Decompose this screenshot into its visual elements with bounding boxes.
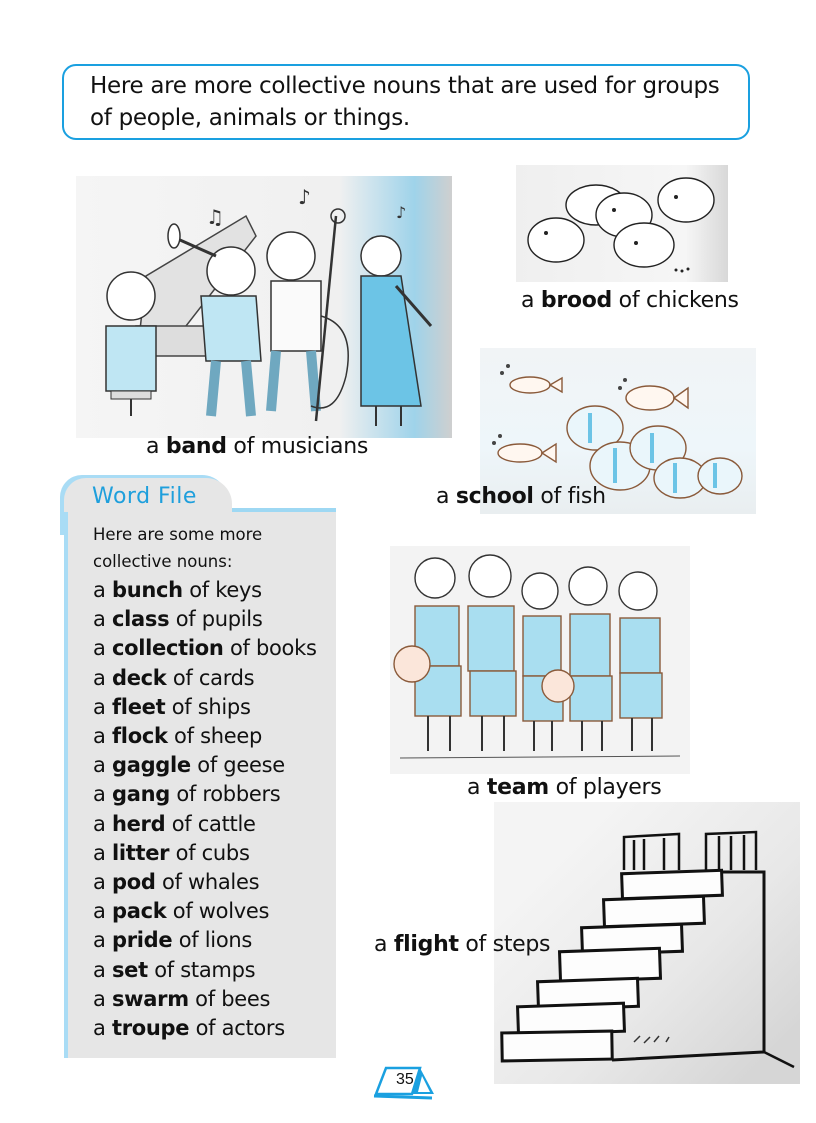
collective-noun-list: a bunch of keys a class of pupils a coll… [93, 576, 317, 1043]
list-item: a gang of robbers [93, 782, 281, 807]
caption-brood: a brood of chickens [521, 288, 739, 313]
svg-text:♪: ♪ [298, 185, 311, 209]
list-item: a herd of cattle [93, 811, 256, 836]
list-item: a flock of sheep [93, 724, 262, 749]
chickens-illustration [516, 165, 728, 282]
word-file-intro: Here are some more collective nouns: [93, 525, 263, 571]
page-number: 35 [372, 1062, 438, 1100]
word-file-title: Word File [92, 484, 197, 509]
svg-text:♫: ♫ [206, 205, 224, 229]
list-item: a pack of wolves [93, 899, 270, 924]
list-item: a troupe of actors [93, 1016, 285, 1041]
band-illustration: ♫ ♪ ♪ [76, 176, 452, 438]
svg-text:♪: ♪ [396, 203, 406, 222]
list-item: a swarm of bees [93, 986, 271, 1011]
list-item: a collection of books [93, 636, 317, 661]
caption-school: a school of fish [436, 484, 606, 509]
word-file-panel [64, 512, 336, 1058]
team-illustration [390, 546, 690, 774]
steps-illustration [494, 802, 800, 1084]
list-item: a gaggle of geese [93, 753, 285, 778]
list-item: a class of pupils [93, 607, 263, 632]
list-item: a pride of lions [93, 928, 253, 953]
caption-team: a team of players [467, 775, 662, 800]
list-item: a bunch of keys [93, 578, 262, 602]
page-tent-icon [373, 1066, 434, 1100]
list-item: a pod of whales [93, 870, 260, 895]
caption-flight: a flight of steps [374, 932, 551, 957]
list-item: a set of stamps [93, 957, 256, 982]
list-item: a fleet of ships [93, 694, 251, 719]
list-item: a deck of cards [93, 665, 255, 690]
caption-band: a band of musicians [146, 434, 369, 459]
word-file-border-strip [232, 508, 336, 514]
intro-text: Here are more collective nouns that are … [90, 73, 720, 131]
fish-illustration [480, 348, 756, 514]
list-item: a litter of cubs [93, 840, 250, 865]
intro-box: Here are more collective nouns that are … [62, 64, 750, 140]
